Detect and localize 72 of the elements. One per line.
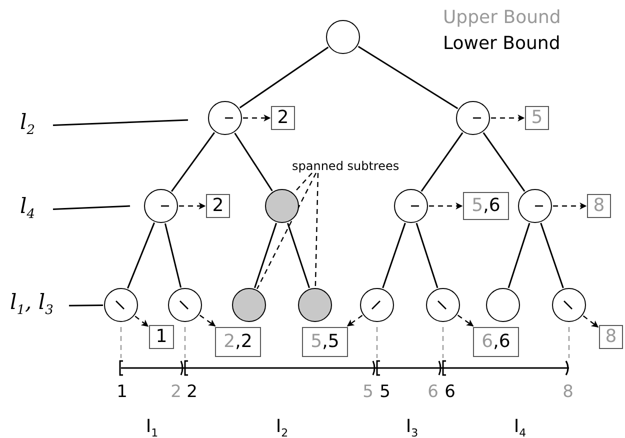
leader-line — [52, 205, 130, 210]
level-label: l$_{4}$ — [20, 196, 52, 224]
leader-line — [256, 172, 317, 290]
axis-number: 2 — [186, 384, 198, 401]
tree-node — [456, 101, 490, 135]
tree-node — [486, 288, 520, 322]
leader-line — [52, 119, 188, 126]
tree-edge — [234, 132, 273, 192]
tree-edge — [508, 222, 530, 288]
tree-edge — [382, 222, 406, 288]
axis-number: 8 — [562, 384, 574, 401]
tree-edge — [358, 46, 458, 110]
tree-node — [360, 288, 394, 322]
dashed-arrow — [346, 314, 363, 326]
dashed-arrow — [179, 202, 206, 210]
bound-value-box: 5,6 — [463, 192, 509, 220]
tree-node — [326, 20, 360, 54]
tree-node — [144, 189, 178, 223]
legend-text: Upper Bound — [443, 9, 561, 27]
interval-label: I$_{1}$ — [146, 418, 158, 438]
shaded-tree-node — [298, 288, 332, 322]
dashed-arrow — [553, 202, 587, 210]
tree-node — [518, 189, 552, 223]
dashed-arrow — [429, 202, 463, 210]
bound-value-box: 1 — [149, 325, 174, 349]
tree-edge — [127, 222, 155, 289]
axis-number: 6 — [444, 384, 456, 401]
tree-edge — [254, 222, 278, 288]
level-label: l$_{2}$ — [20, 112, 52, 140]
tree-node — [552, 288, 586, 322]
bound-value-box: 2 — [271, 106, 295, 130]
dashed-arrow — [491, 114, 525, 122]
tree-edge — [69, 304, 103, 306]
axis-number: 2 — [170, 384, 182, 401]
interval-label: I$_{3}$ — [406, 418, 418, 438]
shaded-tree-node — [265, 189, 299, 223]
tree-node — [104, 288, 138, 322]
tree-node — [208, 101, 242, 135]
tree-edge — [540, 222, 564, 288]
tree-edge — [286, 222, 310, 288]
level-label: l$_{1}$, l$_{3}$ — [10, 292, 68, 320]
bound-value-box: 5,5 — [302, 327, 348, 357]
axis-number: 5 — [362, 384, 374, 401]
tree-edge — [482, 132, 526, 192]
bound-value-box: 5 — [525, 106, 549, 130]
dashed-arrow — [199, 314, 216, 326]
tree-edge — [416, 222, 438, 288]
axis-number: 1 — [116, 384, 128, 401]
annotation: spanned subtrees — [292, 160, 418, 173]
axis-number: 5 — [380, 384, 390, 401]
tree-edge — [420, 132, 464, 192]
bound-value-box: 2,2 — [215, 327, 261, 357]
dashed-arrow — [134, 316, 149, 327]
axis-number: 6 — [428, 384, 438, 401]
tree-node — [168, 288, 202, 322]
bound-value-box: 8 — [599, 325, 623, 349]
tree-node — [426, 288, 460, 322]
bound-value-box: 8 — [587, 194, 611, 218]
interval-label: I$_{2}$ — [276, 418, 288, 438]
bound-value-box: 2 — [206, 194, 230, 218]
dashed-arrow — [582, 315, 599, 328]
interval-label: I$_{4}$ — [514, 418, 526, 438]
tree-node — [394, 189, 428, 223]
tree-edge — [239, 46, 329, 108]
leader-line — [314, 172, 319, 288]
tree-edge — [164, 223, 182, 288]
bound-value-box: 6,6 — [473, 327, 519, 357]
dashed-arrow — [243, 114, 271, 122]
shaded-tree-node — [232, 288, 266, 322]
legend-text: Lower Bound — [443, 35, 560, 53]
tree-edge — [171, 132, 215, 192]
dashed-arrow — [457, 314, 474, 326]
